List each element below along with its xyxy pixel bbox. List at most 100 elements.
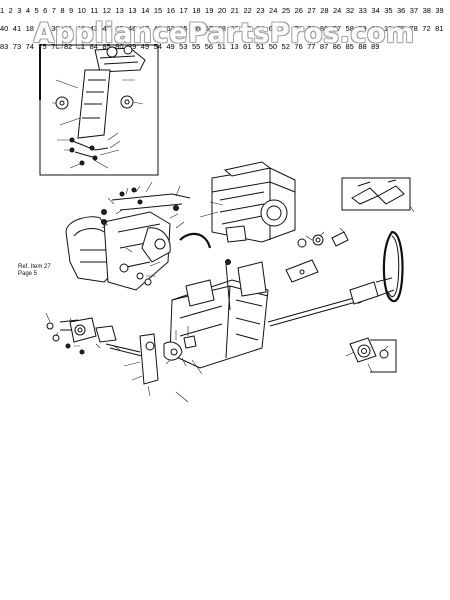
callout: 61 bbox=[243, 42, 252, 51]
callout: 1 bbox=[0, 6, 5, 15]
callout: 63 bbox=[268, 24, 278, 33]
callout: 15 bbox=[153, 6, 163, 15]
callout: 30 bbox=[51, 24, 60, 33]
callout: 13 bbox=[230, 42, 239, 51]
callout: 13 bbox=[383, 24, 393, 33]
callout: 3 bbox=[17, 6, 22, 15]
callout: 72 bbox=[422, 24, 431, 33]
callout: 58 bbox=[345, 24, 354, 33]
callout: 35 bbox=[384, 6, 393, 15]
callout: 7 bbox=[51, 6, 56, 15]
callout: 87 bbox=[319, 42, 329, 51]
frame-assembly bbox=[169, 259, 397, 373]
callout: 32 bbox=[345, 6, 355, 15]
callout: 80 bbox=[319, 24, 329, 33]
callout: 67 bbox=[204, 24, 214, 33]
callout: 18 bbox=[25, 24, 34, 33]
watermark: AppliancePartsPros.com bbox=[33, 18, 415, 49]
callout: 76 bbox=[51, 42, 60, 51]
callout: 51 bbox=[255, 42, 265, 51]
control-cable bbox=[179, 232, 212, 249]
callout: 23 bbox=[256, 6, 265, 15]
callout: 45 bbox=[115, 24, 124, 33]
reference-note-page: Page 5 bbox=[18, 271, 38, 277]
callout: 25 bbox=[281, 6, 291, 15]
callout: 62 bbox=[166, 24, 175, 33]
callout: 41 bbox=[12, 24, 22, 33]
callout: 83 bbox=[0, 42, 9, 51]
callout: 16 bbox=[166, 6, 175, 15]
callout: 10 bbox=[77, 6, 86, 15]
callout: 78 bbox=[409, 24, 418, 33]
callout: 27 bbox=[307, 6, 316, 15]
callout: 85 bbox=[102, 42, 111, 51]
callout: 85 bbox=[345, 42, 354, 51]
callout: 29 bbox=[127, 42, 137, 51]
lever-detail-frame bbox=[341, 177, 411, 211]
callout: 60 bbox=[371, 24, 380, 33]
clutch-cable-parts bbox=[297, 227, 349, 248]
callout: 74 bbox=[25, 42, 34, 51]
callout: 56 bbox=[204, 42, 214, 51]
callout: 51 bbox=[217, 42, 226, 51]
callout: 75 bbox=[38, 42, 47, 51]
control-lever-detail bbox=[341, 177, 415, 213]
callout: 89 bbox=[371, 42, 380, 51]
callout: 13 bbox=[128, 6, 137, 15]
callout: 65 bbox=[281, 24, 290, 33]
callout: 31 bbox=[63, 24, 73, 33]
drive-shaft-45 bbox=[267, 297, 357, 327]
callout: 43 bbox=[89, 24, 98, 33]
reference-note-item: Ref. Item 27 bbox=[18, 264, 51, 270]
callout: 47 bbox=[140, 24, 150, 33]
callout: 5 bbox=[34, 6, 39, 15]
callout: 22 bbox=[243, 6, 252, 15]
auger-housing bbox=[65, 181, 212, 291]
callout-labels: 1 2 3 4 5 6 7 8 9 10 11 12 13 13 14 15 1… bbox=[0, 0, 444, 53]
callout: 6 bbox=[43, 6, 48, 15]
callout: 18 bbox=[192, 6, 201, 15]
callout: 79 bbox=[396, 24, 406, 33]
callout: 59 bbox=[358, 24, 367, 33]
callout: 24 bbox=[269, 6, 278, 15]
callout: 55 bbox=[191, 42, 201, 51]
callout: 50 bbox=[268, 42, 278, 51]
callout: 65 bbox=[179, 24, 188, 33]
callout: 76 bbox=[294, 42, 303, 51]
callout: 80 bbox=[115, 42, 124, 51]
callout: 37 bbox=[409, 6, 419, 15]
inset-handle-top bbox=[94, 47, 146, 73]
callout: 57 bbox=[332, 24, 342, 33]
callout: 73 bbox=[12, 42, 22, 51]
callout: 36 bbox=[397, 6, 406, 15]
callout: 24 bbox=[333, 6, 342, 15]
callout: 8 bbox=[60, 6, 65, 15]
callout: 46 bbox=[127, 24, 137, 33]
callout: 26 bbox=[294, 6, 303, 15]
shift-lever bbox=[139, 333, 159, 385]
callout: 44 bbox=[102, 24, 111, 33]
callout: 70 bbox=[307, 24, 316, 33]
shift-linkage bbox=[45, 312, 203, 403]
callout: 71 bbox=[294, 24, 303, 33]
callout: 13 bbox=[115, 6, 124, 15]
callout: 53 bbox=[179, 42, 188, 51]
callout: 9 bbox=[69, 6, 74, 15]
callout: 66 bbox=[191, 24, 201, 33]
callout: 49 bbox=[166, 42, 175, 51]
callout: 42 bbox=[76, 24, 86, 33]
callout: 34 bbox=[371, 6, 380, 15]
callout: 86 bbox=[332, 42, 342, 51]
callout: 82 bbox=[63, 42, 73, 51]
callout: 88 bbox=[358, 42, 367, 51]
drive-belt-40 bbox=[382, 230, 404, 303]
callout: 68 bbox=[217, 24, 226, 33]
callout: 19 bbox=[205, 6, 214, 15]
callout: 69 bbox=[230, 24, 239, 33]
callout: 77 bbox=[307, 42, 316, 51]
callout: 24 bbox=[38, 24, 47, 33]
callout: 12 bbox=[102, 6, 112, 15]
callout: 38 bbox=[422, 6, 431, 15]
